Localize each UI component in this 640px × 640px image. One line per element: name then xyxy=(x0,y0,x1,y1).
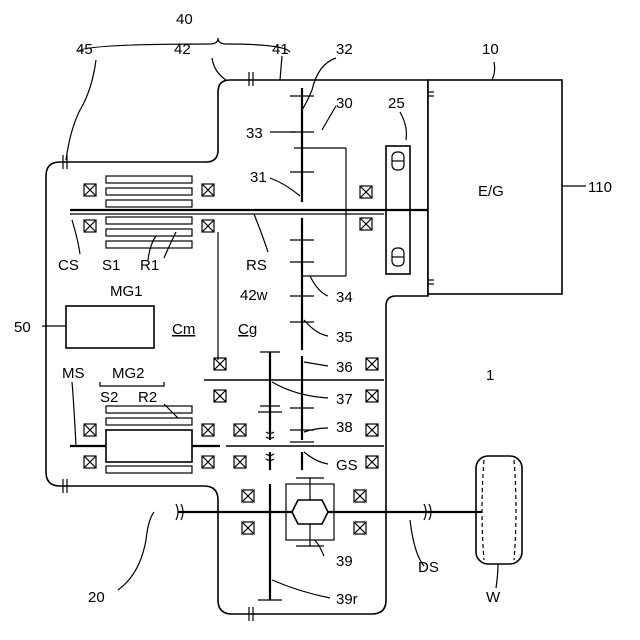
label-mg1: MG1 xyxy=(110,283,143,300)
mg1-motor xyxy=(106,176,192,248)
label-r1: R1 xyxy=(140,257,159,274)
label-34: 34 xyxy=(336,289,353,306)
case-seams xyxy=(63,72,253,621)
label-eg: E/G xyxy=(478,183,504,200)
wheel xyxy=(476,456,522,564)
label-39: 39 xyxy=(336,553,353,570)
label-32: 32 xyxy=(336,41,353,58)
label-31: 31 xyxy=(250,169,267,186)
control-box xyxy=(66,306,154,348)
label-cg: Cg xyxy=(238,321,257,338)
label-40: 40 xyxy=(176,11,193,28)
label-r2: R2 xyxy=(138,389,157,406)
mg2-motor xyxy=(70,406,220,473)
label-20: 20 xyxy=(88,589,105,606)
label-s1: S1 xyxy=(102,257,120,274)
label-42w: 42w xyxy=(240,287,268,304)
gear-shaft-lower xyxy=(226,424,384,470)
label-rs: RS xyxy=(246,257,267,274)
label-36: 36 xyxy=(336,359,353,376)
label-38: 38 xyxy=(336,419,353,436)
label-37: 37 xyxy=(336,391,353,408)
bearings-upper xyxy=(84,184,372,232)
gear-train-upper xyxy=(290,88,346,350)
label-41: 41 xyxy=(272,41,289,58)
countershaft xyxy=(204,352,384,440)
differential xyxy=(178,478,482,600)
label-35: 35 xyxy=(336,329,353,346)
label-10: 10 xyxy=(482,41,499,58)
input-shaft xyxy=(70,210,428,214)
case-outline xyxy=(46,80,428,614)
label-s2: S2 xyxy=(100,389,118,406)
label-42: 42 xyxy=(174,41,191,58)
label-33: 33 xyxy=(246,125,263,142)
label-w: W xyxy=(486,589,501,606)
label-1: 1 xyxy=(486,367,494,384)
label-cs: CS xyxy=(58,257,79,274)
label-45: 45 xyxy=(76,41,93,58)
label-50: 50 xyxy=(14,319,31,336)
label-gs: GS xyxy=(336,457,358,474)
label-mg2: MG2 xyxy=(112,365,145,382)
label-30: 30 xyxy=(336,95,353,112)
label-39r: 39r xyxy=(336,591,358,608)
label-ds: DS xyxy=(418,559,439,576)
label-ms: MS xyxy=(62,365,85,382)
label-110: 110 xyxy=(588,179,612,196)
label-cm: Cm xyxy=(172,321,195,338)
label-25: 25 xyxy=(388,95,405,112)
